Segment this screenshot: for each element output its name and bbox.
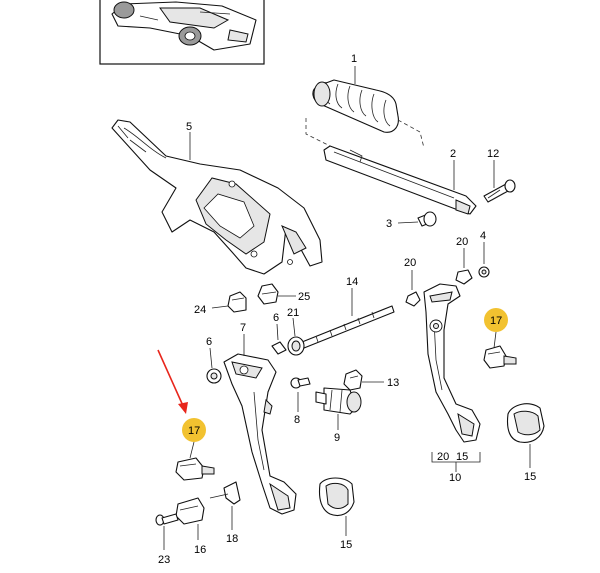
bushing-21 <box>287 336 305 356</box>
pedal-bracket <box>111 119 323 275</box>
car-thumbnail <box>99 0 265 65</box>
label-3: 3 <box>386 218 392 230</box>
label-14: 14 <box>346 276 358 288</box>
label-5: 5 <box>186 121 192 133</box>
label-4: 4 <box>480 230 486 242</box>
label-20-left: 20 <box>404 257 416 269</box>
callout-17-right <box>484 308 508 332</box>
pedal-pad-15-right <box>506 403 545 443</box>
pedal-pad-15-bottom <box>318 477 355 517</box>
red-arrow <box>157 349 188 414</box>
label-13: 13 <box>387 377 399 389</box>
label-2: 2 <box>450 148 456 160</box>
bracket-18 <box>209 481 241 505</box>
label-1: 1 <box>351 53 357 65</box>
label-20-top: 20 <box>456 236 468 248</box>
clip-25 <box>257 283 279 305</box>
bolt-3 <box>417 211 437 227</box>
label-24: 24 <box>194 304 206 316</box>
switch-cylinder-9 <box>315 387 362 415</box>
rubber-boot <box>312 79 399 133</box>
label-8: 8 <box>294 414 300 426</box>
switch-17-right <box>483 345 517 369</box>
label-12: 12 <box>487 148 499 160</box>
label-17-right: 17 <box>490 315 502 327</box>
switch-bracket-16 <box>175 497 205 525</box>
label-16: 16 <box>194 544 206 556</box>
bolt-12 <box>483 179 516 203</box>
clip-24 <box>227 291 247 313</box>
label-18: 18 <box>226 533 238 545</box>
bushing-20-top <box>455 269 473 285</box>
guide-rail <box>323 145 477 215</box>
label-6-upper: 6 <box>273 312 279 324</box>
label-10: 10 <box>449 472 461 484</box>
clip-13 <box>343 369 363 391</box>
bolt-23 <box>155 513 179 526</box>
pedal-shaft <box>301 305 395 349</box>
bushing-6-upper <box>271 341 287 355</box>
label-17-left: 17 <box>188 425 200 437</box>
label-9: 9 <box>334 432 340 444</box>
label-6-left: 6 <box>206 336 212 348</box>
label-7: 7 <box>240 322 246 334</box>
label-25: 25 <box>298 291 310 303</box>
bolt-8 <box>290 377 311 389</box>
brake-pedal <box>223 353 297 515</box>
label-15-right: 15 <box>524 471 536 483</box>
callout-17-left <box>182 418 206 442</box>
switch-17-left <box>175 457 215 481</box>
label-15-pedal10: 15 <box>456 451 468 463</box>
bushing-20-left <box>405 291 421 307</box>
label-21: 21 <box>287 307 299 319</box>
label-15-bottom: 15 <box>340 539 352 551</box>
label-23: 23 <box>158 554 170 566</box>
bushing-6-left <box>206 368 222 384</box>
label-20-bottom: 20 <box>437 451 449 463</box>
pedal-10 <box>423 283 481 443</box>
nut-4 <box>478 266 490 278</box>
